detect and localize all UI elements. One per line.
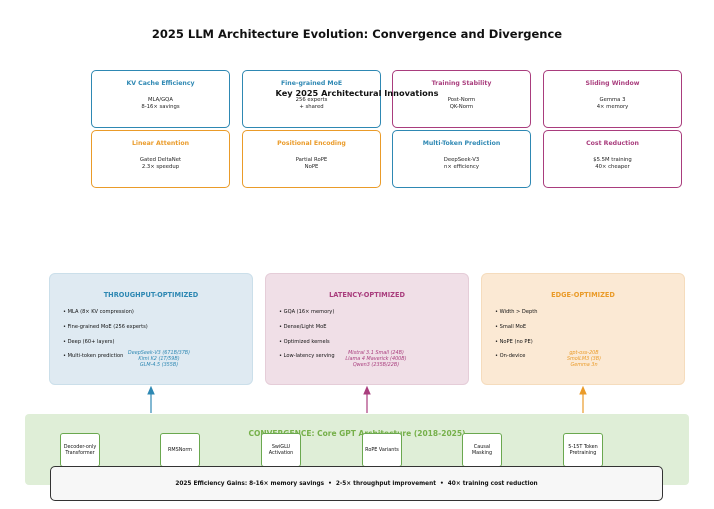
core-component: 5-15T Token Pretraining bbox=[563, 433, 603, 467]
efficiency-footer-text: 2025 Efficiency Gains: 8-16× memory savi… bbox=[175, 480, 538, 487]
innovation-card-title: Cost Reduction bbox=[586, 140, 639, 147]
core-component-label: SwiGLU Activation bbox=[268, 444, 294, 456]
innovation-card-title: KV Cache Efficiency bbox=[126, 80, 195, 87]
innovation-card-moe: Fine-grained MoE 256 experts + shared bbox=[242, 70, 381, 128]
innovation-card-desc: Post-Norm QK-Norm bbox=[447, 97, 476, 111]
innovation-card-kv-cache: KV Cache Efficiency MLA/GQA 8-16× saving… bbox=[91, 70, 230, 128]
efficiency-footer: 2025 Efficiency Gains: 8-16× memory savi… bbox=[50, 466, 663, 501]
core-component-label: Causal Masking bbox=[471, 444, 493, 456]
core-component: Decoder-only Transformer bbox=[60, 433, 100, 467]
innovation-card-title: Fine-grained MoE bbox=[280, 80, 343, 87]
core-component-label: Decoder-only Transformer bbox=[63, 444, 97, 456]
branch-bullet: • On-device bbox=[495, 353, 526, 359]
branch-examples: DeepSeek-V3 (671B/37B) Kimi K2 (1T/59B) … bbox=[127, 350, 191, 369]
innovation-card-sliding-window: Sliding Window Gemma 3 4× memory bbox=[543, 70, 682, 128]
branch-bullet: • Small MoE bbox=[495, 324, 527, 330]
branch-bullet: • MLA (8× KV compression) bbox=[63, 309, 134, 315]
branch-heading: EDGE-OPTIMIZED bbox=[551, 291, 615, 299]
innovation-card-desc: DeepSeek-V3 n× efficiency bbox=[443, 157, 480, 171]
innovation-card-training-stability: Training Stability Post-Norm QK-Norm bbox=[392, 70, 531, 128]
branch-bullet: • Width > Depth bbox=[495, 309, 538, 315]
innovations-heading: Key 2025 Architectural Innovations bbox=[275, 88, 439, 98]
innovation-card-title: Training Stability bbox=[431, 80, 492, 87]
branch-bullet: • Deep (60+ layers) bbox=[63, 339, 115, 345]
core-component: SwiGLU Activation bbox=[261, 433, 301, 467]
branch-bullet: • NoPE (no PE) bbox=[495, 339, 533, 345]
diagram-title: 2025 LLM Architecture Evolution: Converg… bbox=[151, 27, 563, 41]
innovation-card-title: Multi-Token Prediction bbox=[422, 140, 501, 147]
arrow-throughput bbox=[147, 385, 155, 413]
innovation-card-multi-token: Multi-Token Prediction DeepSeek-V3 n× ef… bbox=[392, 130, 531, 188]
innovation-card-desc: Partial RoPE NoPE bbox=[295, 157, 328, 171]
innovation-card-desc: $5.5M training 40× cheaper bbox=[593, 157, 632, 171]
innovation-card-desc: Gemma 3 4× memory bbox=[596, 97, 629, 111]
convergence-heading: CONVERGENCE: Core GPT Architecture (2018… bbox=[248, 429, 466, 438]
innovation-card-title: Linear Attention bbox=[131, 140, 190, 147]
branch-bullet: • Multi-token prediction bbox=[63, 353, 124, 359]
core-component: Causal Masking bbox=[462, 433, 502, 467]
branch-bullet: • Dense/Light MoE bbox=[279, 324, 327, 330]
branch-bullet: • GQA (16× memory) bbox=[279, 309, 335, 315]
innovation-card-title: Sliding Window bbox=[585, 80, 640, 87]
core-component-label: RoPE Variants bbox=[365, 447, 399, 453]
innovation-card-desc: MLA/GQA 8-16× savings bbox=[141, 97, 180, 111]
branch-examples: Mistral 3.1 Small (24B) Llama 4 Maverick… bbox=[345, 350, 407, 369]
branch-panel-edge: EDGE-OPTIMIZED • Width > Depth • Small M… bbox=[481, 273, 685, 385]
innovation-card-title: Positional Encoding bbox=[277, 140, 346, 147]
innovation-card-positional-encoding: Positional Encoding Partial RoPE NoPE bbox=[242, 130, 381, 188]
branch-bullet: • Fine-grained MoE (256 experts) bbox=[63, 324, 148, 330]
arrow-edge bbox=[579, 385, 587, 413]
innovation-card-desc: 256 experts + shared bbox=[295, 97, 328, 111]
core-component-label: RMSNorm bbox=[167, 447, 193, 453]
branch-examples: gpt-oss-20B SmolLM3 (3B) Gemma 3n bbox=[566, 350, 602, 369]
branch-panel-throughput: THROUGHPUT-OPTIMIZED • MLA (8× KV compre… bbox=[49, 273, 253, 385]
branch-heading: THROUGHPUT-OPTIMIZED bbox=[103, 291, 199, 299]
core-component: RMSNorm bbox=[160, 433, 200, 467]
core-component-label: 5-15T Token Pretraining bbox=[568, 444, 598, 456]
arrow-latency bbox=[363, 385, 371, 413]
branch-bullet: • Optimized kernels bbox=[279, 339, 330, 345]
branch-bullet: • Low-latency serving bbox=[279, 353, 335, 359]
core-component: RoPE Variants bbox=[362, 433, 402, 467]
branch-panel-latency: LATENCY-OPTIMIZED • GQA (16× memory) • D… bbox=[265, 273, 469, 385]
innovation-card-cost-reduction: Cost Reduction $5.5M training 40× cheape… bbox=[543, 130, 682, 188]
branch-heading: LATENCY-OPTIMIZED bbox=[329, 291, 405, 299]
innovation-card-linear-attention: Linear Attention Gated DeltaNet 2.3× spe… bbox=[91, 130, 230, 188]
innovation-card-desc: Gated DeltaNet 2.3× speedup bbox=[139, 157, 182, 171]
